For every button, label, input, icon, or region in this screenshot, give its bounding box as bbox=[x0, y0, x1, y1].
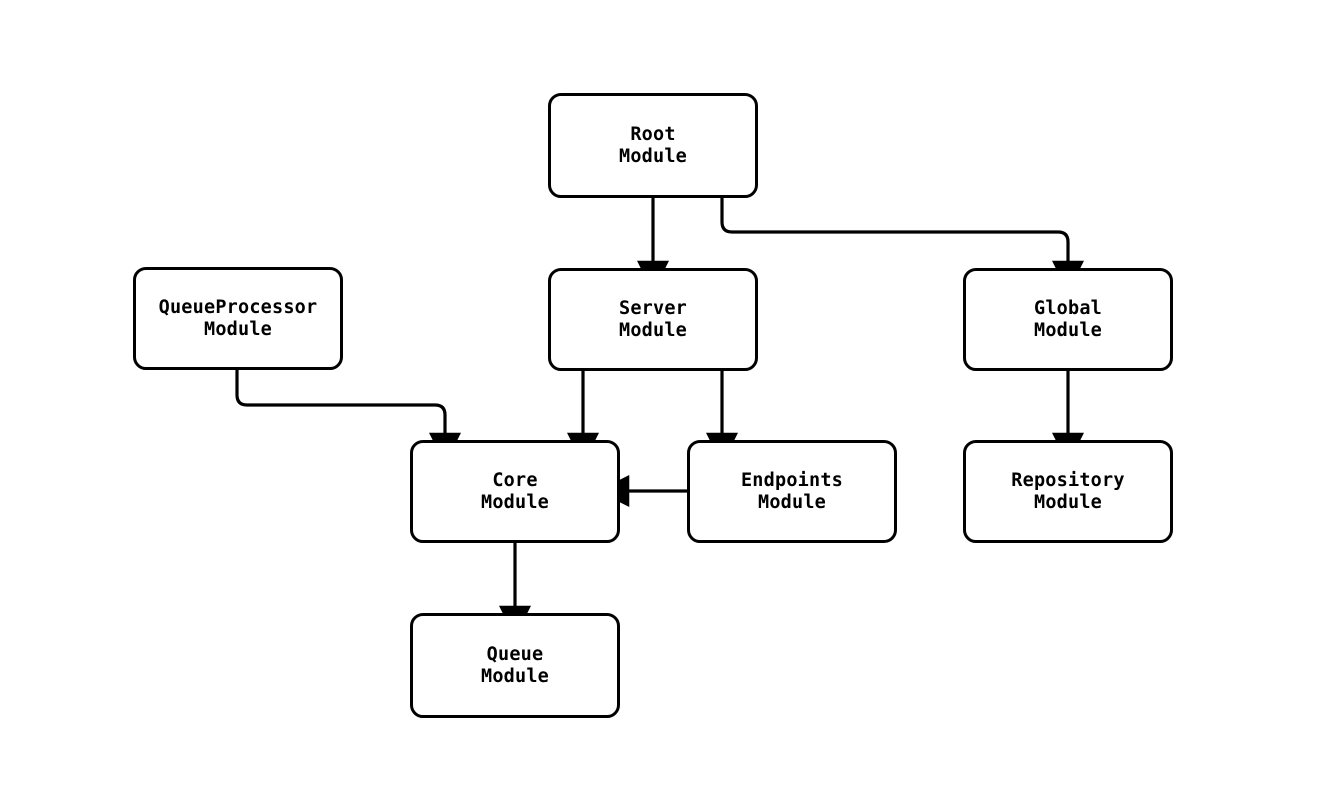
node-root-module-label-line2: Module bbox=[618, 145, 688, 167]
node-core-module[interactable]: Core Module bbox=[410, 440, 620, 543]
node-root-module[interactable]: Root Module bbox=[548, 93, 758, 198]
node-endpoints-module-label-line2: Module bbox=[757, 491, 827, 513]
node-queueprocessor-module-label-line2: Module bbox=[203, 318, 273, 340]
node-core-module-label-line2: Module bbox=[480, 491, 550, 513]
node-queueprocessor-module[interactable]: QueueProcessor Module bbox=[133, 267, 343, 370]
edge-paths bbox=[235, 198, 1084, 638]
node-queue-module[interactable]: Queue Module bbox=[410, 613, 620, 718]
edge-root-to-global bbox=[720, 198, 1084, 293]
node-repository-module[interactable]: Repository Module bbox=[963, 440, 1173, 543]
edge-queueprocessor-to-core bbox=[235, 370, 461, 465]
node-endpoints-module[interactable]: Endpoints Module bbox=[687, 440, 897, 543]
node-queue-module-label-line1: Queue bbox=[486, 643, 544, 665]
node-endpoints-module-label-line1: Endpoints bbox=[740, 469, 844, 491]
node-queueprocessor-module-label-line1: QueueProcessor bbox=[158, 296, 318, 318]
node-server-module-label-line1: Server bbox=[618, 297, 688, 319]
node-global-module-label-line2: Module bbox=[1033, 319, 1103, 341]
node-global-module-label-line1: Global bbox=[1033, 297, 1103, 319]
node-repository-module-label-line2: Module bbox=[1033, 491, 1103, 513]
node-repository-module-label-line1: Repository bbox=[1011, 469, 1125, 491]
node-queue-module-label-line2: Module bbox=[480, 665, 550, 687]
node-server-module-label-line2: Module bbox=[618, 319, 688, 341]
node-global-module[interactable]: Global Module bbox=[963, 268, 1173, 371]
node-root-module-label-line1: Root bbox=[630, 123, 676, 145]
node-server-module[interactable]: Server Module bbox=[548, 268, 758, 371]
node-core-module-label-line1: Core bbox=[492, 469, 538, 491]
